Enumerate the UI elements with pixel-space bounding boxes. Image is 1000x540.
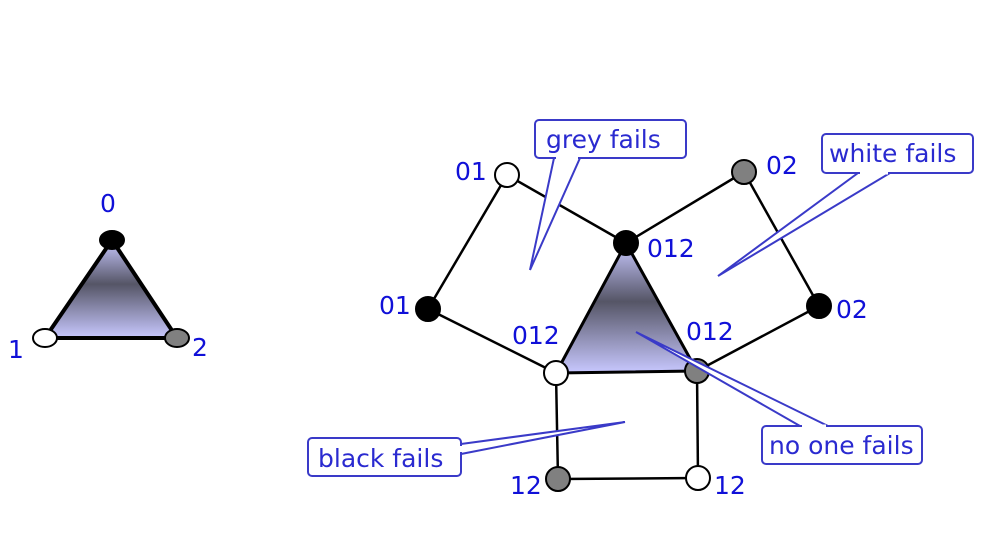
vertex-v01b — [415, 296, 441, 322]
small-vertex-1 — [32, 328, 58, 348]
vertex-label-012-right: 012 — [686, 317, 734, 346]
callout-text-white-fails: white fails — [829, 139, 956, 168]
vertex-v012b — [613, 230, 639, 256]
edge-v12g-v12w — [557, 476, 699, 481]
vertex-label-12-left: 12 — [510, 471, 542, 500]
callout-box — [821, 133, 974, 174]
vertex-label-01-top: 01 — [455, 157, 487, 186]
vertex-v02g — [731, 159, 757, 185]
vertex-v02b — [806, 293, 832, 319]
small-vertex-label-0: 0 — [100, 189, 116, 218]
callout-text-no-one-fails: no one fails — [769, 431, 914, 460]
callout-pointer — [529, 157, 582, 271]
vertex-label-12-right: 12 — [714, 471, 746, 500]
callout-pointer — [717, 172, 894, 277]
vertex-v12w — [685, 465, 711, 491]
small-simplex: 0 1 2 — [8, 189, 208, 364]
callout-pointer — [460, 421, 626, 456]
small-vertex-label-1: 1 — [8, 335, 24, 364]
edge-v01b-v012w — [427, 307, 557, 375]
vertex-label-02-top: 02 — [766, 151, 798, 180]
callout-black-fails: black fails — [307, 421, 626, 477]
vertex-label-012-left: 012 — [512, 321, 560, 350]
small-simplex-triangle — [43, 238, 179, 340]
callout-no-one-fails: no one fails — [635, 331, 923, 465]
callout-text-black-fails: black fails — [318, 444, 443, 473]
vertex-v012w — [543, 360, 569, 386]
edge-v02b-v012g — [696, 304, 820, 373]
edge-v01w-v01b — [426, 174, 509, 310]
central-triangle — [554, 241, 699, 375]
vertex-v12g — [545, 466, 571, 492]
callout-box — [307, 437, 462, 477]
edge-v02g-v012b — [625, 170, 745, 245]
callout-text-grey-fails: grey fails — [546, 125, 661, 154]
callout-pointer — [635, 331, 829, 427]
protocol-complex: 01 01 02 02 012 012 012 12 12 — [379, 151, 868, 500]
edge-v012w-v12g — [554, 372, 560, 480]
complex-vertices — [415, 159, 832, 492]
callout-grey-fails: grey fails — [529, 119, 687, 271]
callout-box — [761, 425, 923, 465]
small-vertex-2 — [164, 328, 190, 348]
complex-edges — [426, 170, 821, 481]
vertex-v01w — [494, 162, 520, 188]
vertex-label-012-top: 012 — [647, 234, 695, 263]
vertex-label-01-bottom: 01 — [379, 291, 411, 320]
edge-v12w-v012g — [695, 370, 700, 479]
callout-box — [534, 119, 687, 159]
callout-white-fails: white fails — [717, 133, 974, 277]
small-vertex-0 — [99, 230, 125, 250]
small-vertex-label-2: 2 — [192, 333, 208, 362]
vertex-label-02-bottom: 02 — [836, 295, 868, 324]
edge-v01w-v012b — [506, 173, 627, 245]
